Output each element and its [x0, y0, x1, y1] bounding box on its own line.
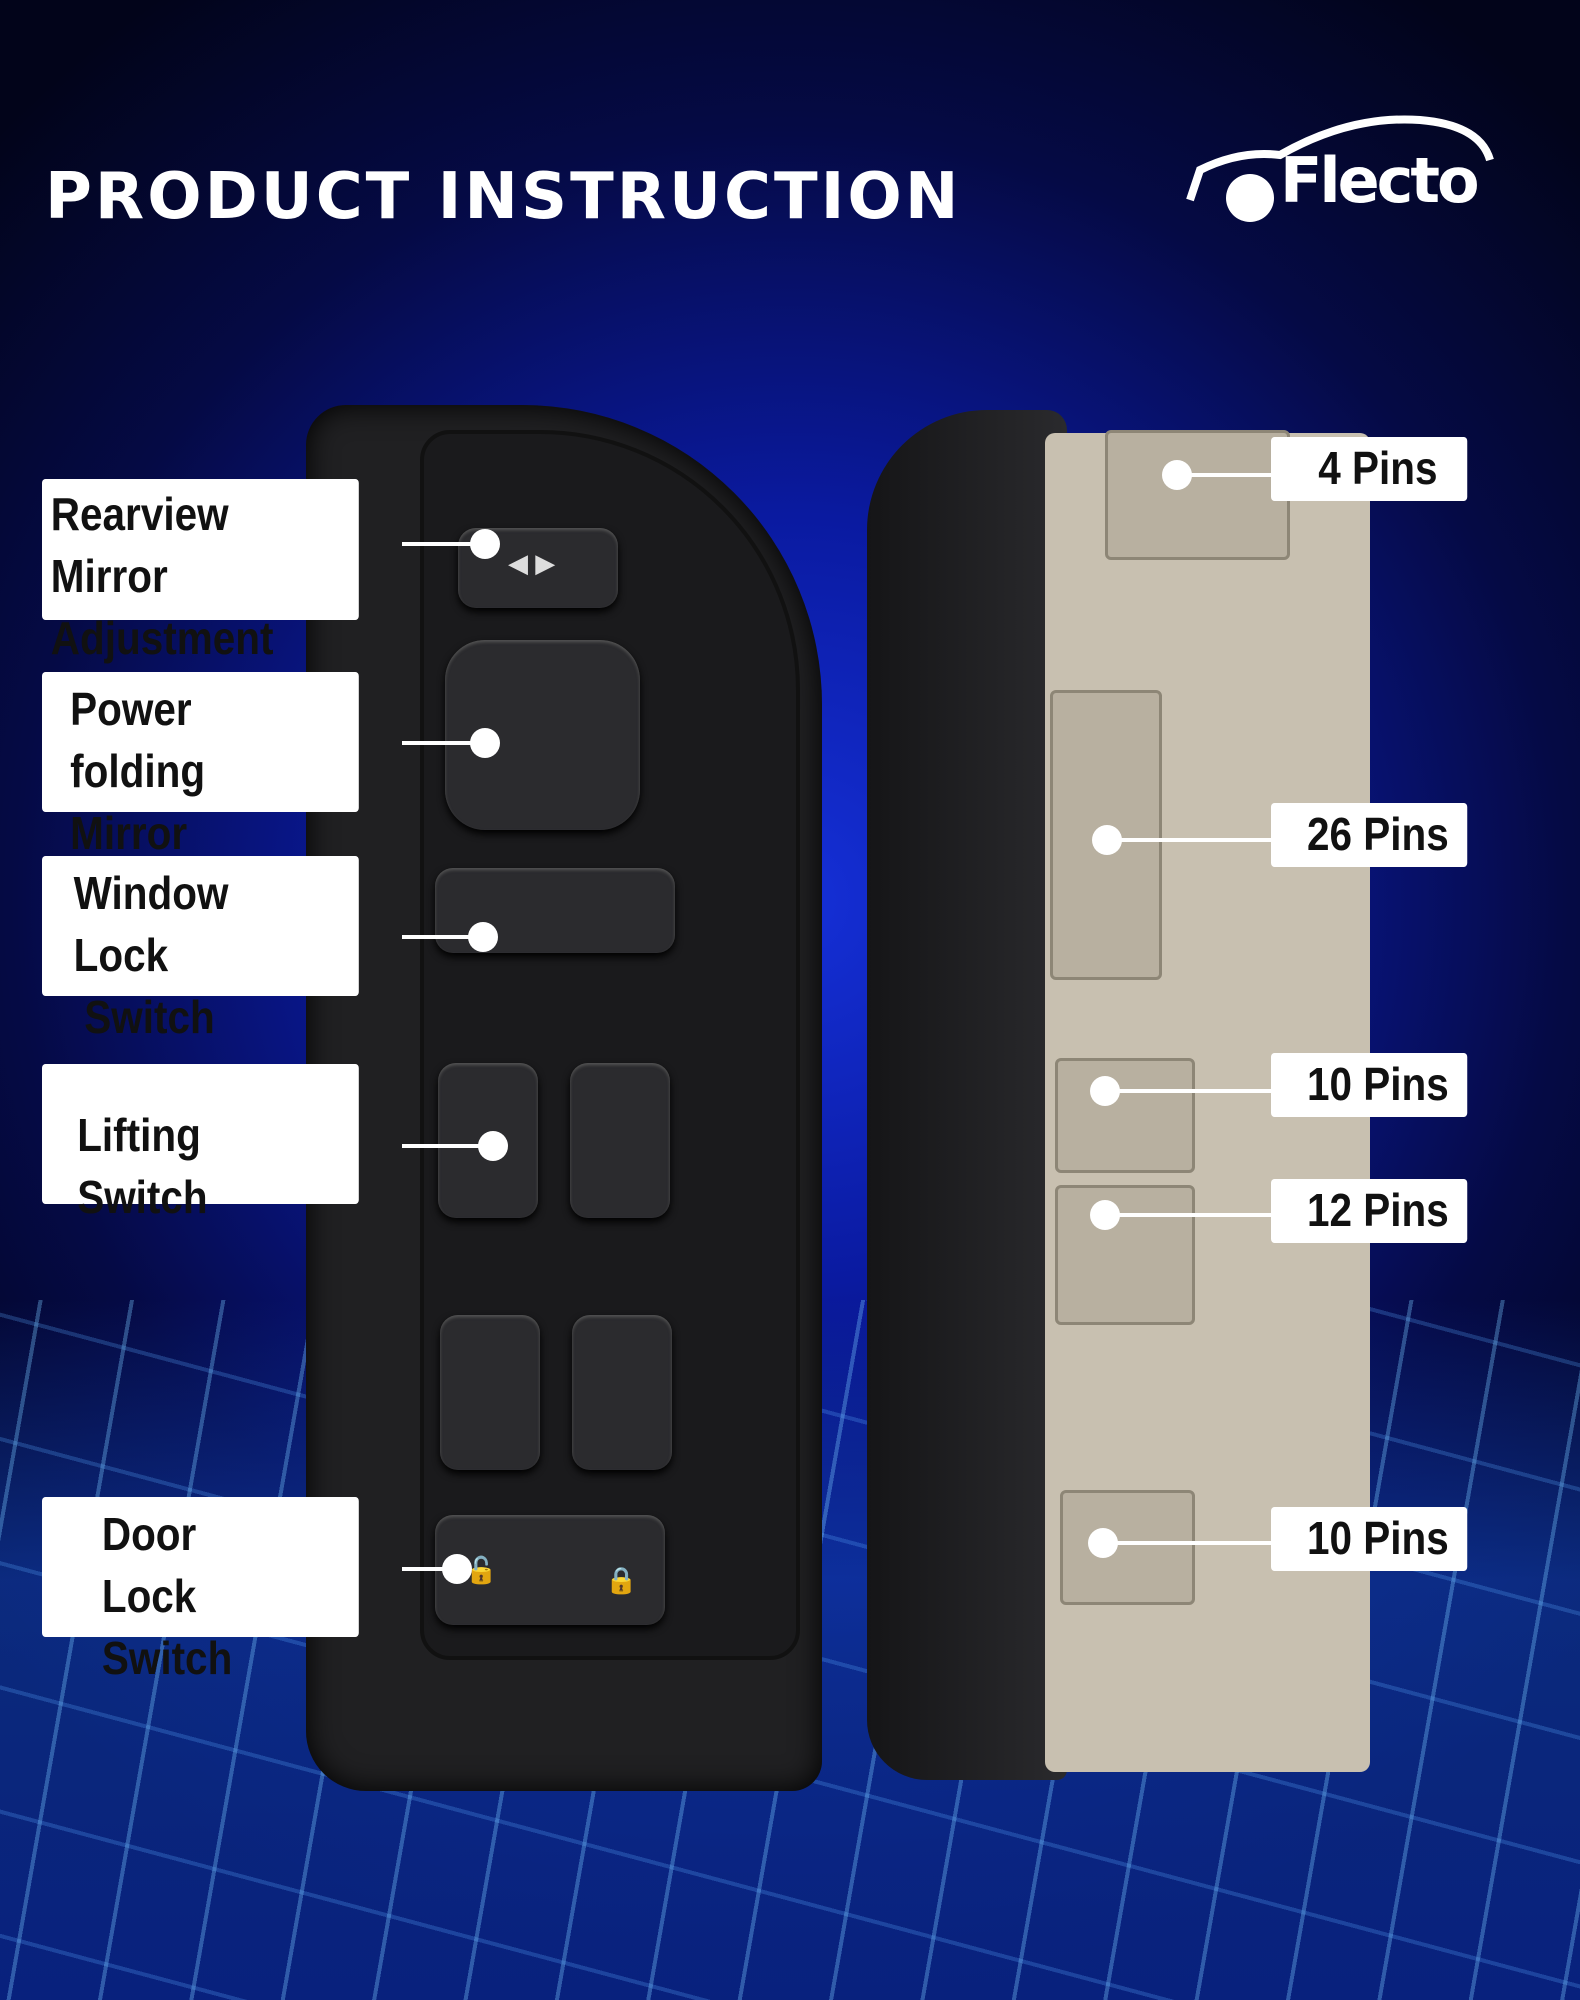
leader-dot — [470, 529, 500, 559]
label-26-pins: 26 Pins — [1271, 803, 1468, 867]
leader-line — [1103, 1541, 1271, 1545]
leader-dot — [468, 922, 498, 952]
leader-line — [402, 741, 484, 745]
leader-line — [402, 542, 484, 546]
leader-line — [402, 1144, 492, 1148]
label-10-pins: 10 Pins — [1271, 1053, 1468, 1117]
leader-line — [402, 1567, 458, 1571]
connector-10pin — [1060, 1490, 1195, 1605]
label-lifting-switch: Lifting Switch — [42, 1064, 359, 1223]
leader-dot — [478, 1131, 508, 1161]
switch-panel-bezel — [420, 430, 800, 1660]
door-lock-switch: 🔓🔒 — [435, 1515, 665, 1625]
page-title: PRODUCT INSTRUCTION — [45, 160, 962, 234]
connector-12pin — [1055, 1185, 1195, 1325]
label-12-pins: 12 Pins — [1271, 1179, 1468, 1243]
connector-4pin — [1105, 430, 1290, 560]
switch-panel-side — [867, 410, 1067, 1780]
lift-switch — [570, 1063, 670, 1218]
leader-line — [1105, 1089, 1271, 1093]
leader-line — [1107, 838, 1271, 842]
label-10-pins-lower: 10 Pins — [1271, 1507, 1468, 1571]
leader-line — [1177, 473, 1271, 477]
car-outline-icon — [1186, 115, 1494, 222]
leader-dot — [470, 728, 500, 758]
leader-line — [402, 935, 484, 939]
connector-10pin — [1055, 1058, 1195, 1173]
label-4-pins: 4 Pins — [1271, 437, 1468, 501]
lift-switch — [440, 1315, 540, 1470]
brand-logo: Flecto — [1180, 110, 1510, 230]
leader-dot — [442, 1554, 472, 1584]
lift-switch — [572, 1315, 672, 1470]
leader-line — [1105, 1213, 1271, 1217]
